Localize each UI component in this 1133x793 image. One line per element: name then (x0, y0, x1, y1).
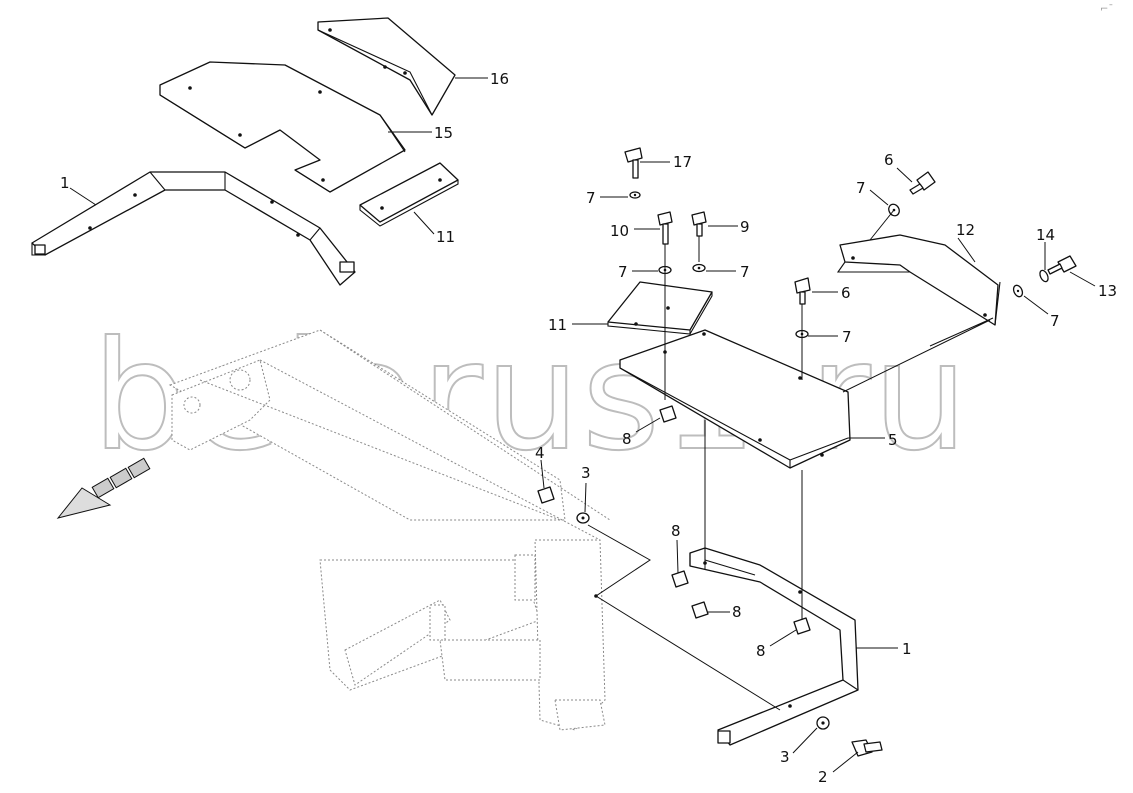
callout-11-upper: 11 (436, 228, 455, 246)
part-1-bracket-lower (689, 547, 859, 746)
callout-7-b: 7 (618, 263, 628, 281)
part-16-cover-plate (317, 17, 456, 116)
callout-4: 4 (535, 444, 545, 462)
callout-14: 14 (1036, 226, 1055, 244)
callout-8-d: 8 (756, 642, 766, 660)
callout-8-c: 8 (732, 603, 742, 621)
callout-1-lower: 1 (902, 640, 912, 658)
callout-1-upper: 1 (60, 174, 70, 192)
callout-7-e: 7 (1050, 312, 1060, 330)
callout-6-upper: 6 (884, 151, 894, 169)
callout-10: 10 (610, 222, 629, 240)
callout-7-a: 7 (586, 189, 596, 207)
callout-3-lower: 3 (780, 748, 790, 766)
callout-7-c: 7 (740, 263, 750, 281)
callout-leaders (69, 77, 1096, 773)
callout-7-f: 7 (842, 328, 852, 346)
callout-13: 13 (1098, 282, 1117, 300)
callout-15: 15 (434, 124, 453, 142)
callout-6-lower: 6 (841, 284, 851, 302)
part-1-bracket-upper (31, 171, 356, 286)
corner-mark: ⌐ˉ (1100, 4, 1113, 15)
callout-2: 2 (818, 768, 828, 786)
tractor-frame-ghost (168, 329, 611, 731)
part-5-main-plate (619, 329, 851, 469)
callout-3-upper: 3 (581, 464, 591, 482)
callout-7-d: 7 (856, 179, 866, 197)
callout-17: 17 (673, 153, 692, 171)
callout-12: 12 (956, 221, 975, 239)
callout-16: 16 (490, 70, 509, 88)
callout-numbers: 16 15 1 11 17 7 10 9 7 7 11 6 7 12 14 13… (60, 70, 1117, 786)
callout-8-a: 8 (622, 430, 632, 448)
callout-9: 9 (740, 218, 750, 236)
callout-5: 5 (888, 431, 898, 449)
assembly-lines (587, 209, 994, 711)
forward-direction-arrow (56, 457, 151, 519)
part-12-side-shield (836, 234, 1001, 326)
part-15-upper-shield (159, 61, 406, 193)
callout-8-b: 8 (671, 522, 681, 540)
callout-11-lower: 11 (548, 316, 567, 334)
part-11-plate-upper (359, 162, 459, 227)
